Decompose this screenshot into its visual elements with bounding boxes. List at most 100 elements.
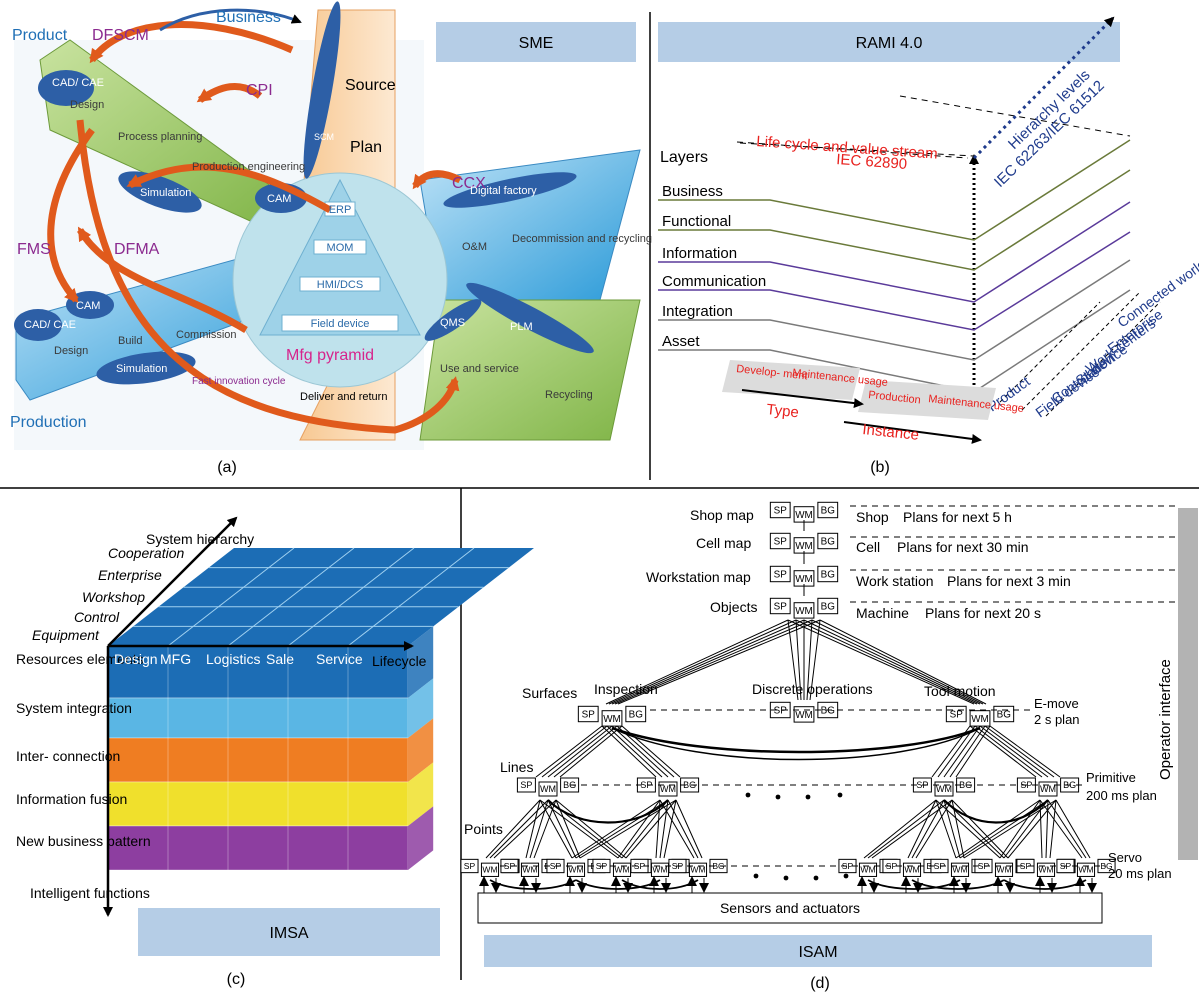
node-label: SP	[634, 861, 646, 871]
operator-interface-label: Operator interface	[1157, 659, 1174, 780]
servo-link	[555, 799, 627, 859]
lifecycle-axis-dashed	[736, 141, 969, 159]
cad-cae-ellipse-bottom	[14, 309, 62, 341]
field-device-box	[281, 314, 399, 332]
node-label: BG	[683, 780, 696, 790]
node-label: WM	[904, 865, 919, 875]
layer-new-business: New business pattern	[16, 833, 151, 849]
servo-arc	[1003, 879, 1087, 890]
wm-box	[793, 602, 815, 619]
type-arrow	[741, 389, 864, 409]
label-servo: Servo	[1108, 850, 1142, 865]
label-mom: MOM	[327, 242, 354, 254]
label-emove: E-move	[1034, 696, 1079, 711]
primitive-link	[969, 725, 1037, 778]
layer-line-information	[658, 201, 1131, 303]
label-recycling: Recycling	[545, 389, 593, 401]
sme-box	[436, 22, 636, 62]
servo-link	[489, 799, 549, 859]
operator-interface-bar	[1178, 508, 1198, 860]
primitive-link	[547, 725, 613, 778]
servo-link	[625, 799, 677, 859]
primitive-link	[943, 725, 981, 778]
label-system-hierarchy: System hierarchy	[146, 531, 254, 547]
hierarchy-workshop: Workshop	[82, 589, 145, 605]
plm-ellipse	[466, 282, 594, 354]
layer-resources: Resources elements	[16, 651, 144, 667]
servo-link	[663, 799, 677, 859]
node-label: BG	[997, 709, 1011, 720]
node-label: SP	[842, 861, 854, 871]
node-label: WM	[568, 865, 583, 875]
label-dfscm: DFSCM	[92, 27, 149, 44]
label-lifecycle-c: Lifecycle	[372, 653, 427, 669]
label-lines: Lines	[500, 759, 533, 775]
level-name-machine: Machine	[856, 605, 909, 621]
layer-line-business	[658, 139, 1131, 241]
node-label: WM	[540, 784, 556, 794]
cube-side-layer	[408, 762, 434, 826]
servo-link	[1055, 799, 1091, 859]
node-label: WM	[795, 606, 813, 617]
node-label: WM	[795, 541, 813, 552]
node-label: SP	[504, 861, 516, 871]
hier-tick-3	[1045, 301, 1161, 417]
panel-c: System hierarchy Cooperation Enterprise …	[16, 516, 534, 988]
node-label: SP	[774, 536, 788, 547]
node-label: WM	[482, 865, 497, 875]
command-link	[809, 619, 821, 701]
level-name-workstation: Work station	[856, 573, 934, 589]
command-link	[617, 619, 821, 705]
sp-box	[1016, 858, 1035, 874]
label-source: Source	[345, 77, 396, 94]
node-label: BG	[1100, 861, 1113, 871]
label-dfma: DFMA	[114, 241, 160, 258]
command-link	[795, 619, 802, 701]
command-link	[803, 619, 981, 705]
primitive-link	[974, 725, 1043, 778]
instance-band	[858, 380, 996, 420]
wm-box	[1076, 862, 1096, 877]
servo-link	[935, 799, 1001, 859]
servo-link	[485, 799, 541, 859]
panel-b-caption: (b)	[870, 459, 890, 476]
label-type: Type	[766, 401, 800, 421]
node-label: WM	[971, 714, 989, 725]
label-deliver-return: Deliver and return	[300, 391, 387, 403]
level-plan-cell: Plans for next 30 min	[897, 539, 1029, 555]
node-label: SP	[774, 705, 788, 716]
primitive-link	[535, 725, 603, 778]
label-primitive: Primitive	[1086, 770, 1136, 785]
node-label: WM	[795, 510, 813, 521]
layer-label-information: Information	[662, 245, 737, 262]
cpi-arrow	[196, 82, 263, 103]
wm-box	[538, 781, 558, 797]
node-label: WM	[660, 784, 676, 794]
dfma-arrow	[77, 226, 248, 333]
layer-line-functional	[658, 169, 1131, 271]
cad-cae-ellipse-top	[38, 70, 94, 106]
panel-c-caption: (c)	[227, 971, 246, 988]
bg-box	[817, 597, 839, 615]
label-decommission: Decommission and recycling	[512, 233, 652, 245]
command-link	[608, 619, 797, 705]
servo-link	[667, 799, 699, 859]
command-link	[806, 619, 813, 701]
label-emove-plan: 2 s plan	[1034, 712, 1080, 727]
sp-box	[516, 777, 536, 793]
imsa-label: IMSA	[269, 925, 308, 942]
label-plan: Plan	[350, 139, 382, 156]
servo-link	[579, 799, 677, 859]
isam-box	[484, 935, 1152, 967]
qms-ellipse	[424, 299, 482, 341]
node-label: SP	[774, 601, 788, 612]
label-simulation-top: Simulation	[140, 187, 191, 199]
node-label: SP	[774, 505, 788, 516]
label-simulation-bottom: Simulation	[116, 363, 167, 375]
label-commission: Commission	[176, 329, 237, 341]
bg-box	[625, 705, 647, 723]
